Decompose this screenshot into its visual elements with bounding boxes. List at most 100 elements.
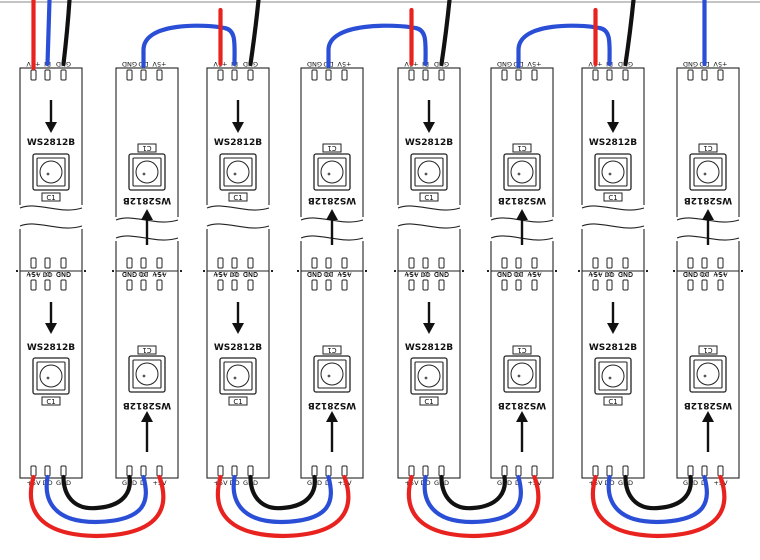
strip-8-seg1-bottom-pad-0 xyxy=(687,257,694,269)
strip-7-seg1-top-pad-1 xyxy=(606,69,613,81)
strip-2-seg2-capacitor xyxy=(137,345,157,355)
strip-8-seg1-bottom-pin-label-2: +5V xyxy=(713,271,728,279)
strip-5-tick-right xyxy=(462,270,464,272)
strip-1-seg1-bottom-pad-1 xyxy=(44,257,51,269)
strip-4-seg2-arrow-head xyxy=(326,411,338,422)
strip-6-seg2-top-pad-1 xyxy=(515,279,522,291)
strip-4-seg2-led-lens xyxy=(320,362,344,386)
strip-2-seg2-top-pin-label-1: DO xyxy=(138,270,148,278)
strip-5-seg2-capacitor-label: C1 xyxy=(424,398,433,406)
strip-1-seg1-led-dot xyxy=(46,172,50,176)
strip-8-seg1-top-pad-0 xyxy=(687,69,694,81)
wires-layer xyxy=(28,0,727,539)
strip-3-outline xyxy=(206,67,270,479)
strip-1-seg1-bottom-pad-2 xyxy=(60,257,67,269)
strip-1-seg2-capacitor-label: C1 xyxy=(46,398,55,406)
strip-4-seg1-top-pad-1 xyxy=(325,69,332,81)
strip-3-seg2-top-pin-label-2: GND xyxy=(243,270,258,278)
strip-8-seg1-led-dot xyxy=(703,172,707,176)
strip-4-seg1-arrow-head xyxy=(326,209,338,220)
strip-4-seg1-top-pad-0 xyxy=(311,69,318,81)
strip-8-break-edge-bottom xyxy=(676,235,740,241)
strip-4-seg2-bottom-pad-1 xyxy=(325,465,332,477)
strip-6-seg1-chip-label: WS2812B xyxy=(498,195,546,205)
strip-6-seg1-capacitor-label: C1 xyxy=(517,144,526,152)
strip-8-seg1-bottom-pad-1 xyxy=(701,257,708,269)
strip-7-break-gap xyxy=(580,205,646,229)
strip-2-seg1-bottom-pin-label-1: DI xyxy=(140,271,147,279)
strip-7-seg1-bottom-pin-label-2: GND xyxy=(618,271,633,279)
strip-3-tick-left xyxy=(203,270,205,272)
top-data-jumper-3 xyxy=(516,23,612,69)
strip-5-seg1-top-pad-2 xyxy=(438,69,445,81)
strip-2-seg1-bottom-pad-0 xyxy=(126,257,133,269)
strip-7-break-edge-top xyxy=(581,205,645,211)
strip-5-seg2-bottom-pad-1 xyxy=(422,465,429,477)
strip-7-break-edge-bottom xyxy=(581,223,645,229)
strip-2-seg1-chip-label: WS2812B xyxy=(123,195,171,205)
strip-7-seg2-top-pin-label-2: GND xyxy=(618,270,633,278)
strip-6-seg1-led-lens xyxy=(510,160,534,184)
strip-6-seg1-top-pad-0 xyxy=(501,69,508,81)
strip-5-seg1-bottom-pin-label-2: GND xyxy=(434,271,449,279)
strip-1-seg2-arrow-head xyxy=(45,323,57,334)
strip-3-seg2-chip-label: WS2812B xyxy=(214,343,262,353)
strip-7-seg1-led-dot xyxy=(608,172,612,176)
strip-8-seg1-bottom-pin-label-1: DI xyxy=(701,271,708,279)
strip-3-seg1-led-lens xyxy=(226,160,250,184)
strip-1-tick-left xyxy=(16,270,18,272)
strip-1-seg2-capacitor xyxy=(41,396,61,406)
strip-3-seg2-top-pad-2 xyxy=(247,279,254,291)
strip-2-seg1-top-pad-0 xyxy=(126,69,133,81)
strip-8-seg1-top-pin-label-0: GND xyxy=(683,60,698,68)
strip-6-seg2-capacitor xyxy=(512,345,532,355)
strip-6-seg2-led-dot xyxy=(517,374,521,378)
strip-4-seg1-top-pin-label-2: +5V xyxy=(337,60,352,68)
strip-4-tick-right xyxy=(365,270,367,272)
strip-2-seg2-top-pin-label-0: GND xyxy=(122,270,137,278)
strip-3-seg1-led-dot xyxy=(233,172,237,176)
strip-4-seg1-capacitor-label: C1 xyxy=(327,144,336,152)
strip-8-seg2-arrow-head xyxy=(702,411,714,422)
strip-3-seg1-capacitor-label: C1 xyxy=(233,194,242,202)
strip-7-seg1-top-pad-0 xyxy=(592,69,599,81)
strip-4-seg2-top-pin-label-0: GND xyxy=(307,270,322,278)
strip-2-seg2-top-pad-0 xyxy=(126,279,133,291)
strip-1-seg2-bottom-pad-1 xyxy=(44,465,51,477)
strip-1-seg1-bottom-pin-label-2: GND xyxy=(56,271,71,279)
bottom-power-loop-3 xyxy=(406,474,541,539)
top-ground-stub-1 xyxy=(248,0,261,67)
strip-2-seg1-led-lens xyxy=(135,160,159,184)
strip-7-seg1-capacitor-label: C1 xyxy=(608,194,617,202)
strip-5-seg2-bottom-pad-0 xyxy=(408,465,415,477)
strip-5-break-edge-bottom xyxy=(397,223,461,229)
strip-1-seg2-top-pin-label-0: +5V xyxy=(26,270,41,278)
strip-1-seg1-bottom-pin-label-1: DO xyxy=(42,271,52,279)
strip-2-seg1-bottom-pad-2 xyxy=(156,257,163,269)
strip-1-seg1-bottom-pad-0 xyxy=(30,257,37,269)
strip-3-seg2-bottom-pad-0 xyxy=(217,465,224,477)
strip-7-seg2-led-dot xyxy=(608,376,612,380)
strip-8-seg2-top-pad-0 xyxy=(687,279,694,291)
strip-5-seg1-bottom-pad-1 xyxy=(422,257,429,269)
strip-6-outline xyxy=(490,67,554,479)
strip-4-seg1-bottom-pin-label-0: GND xyxy=(307,271,322,279)
strip-8-outline xyxy=(676,67,740,479)
strip-6-seg2-bottom-pad-2 xyxy=(531,465,538,477)
strip-6-tick-right xyxy=(555,270,557,272)
strip-1-break-edge-top xyxy=(19,205,83,211)
bottom-ground-loop-3 xyxy=(439,474,507,511)
strip-3-seg2-bottom-pad-1 xyxy=(231,465,238,477)
strip-8-seg2-capacitor xyxy=(698,345,718,355)
feed-data-wire xyxy=(45,0,52,67)
strip-8-seg2-top-pad-1 xyxy=(701,279,708,291)
strip-4-seg2-led-dot xyxy=(327,374,331,378)
strip-7-seg2-top-pad-2 xyxy=(622,279,629,291)
strip-2-seg2-top-pad-1 xyxy=(140,279,147,291)
strip-4-seg2-top-pin-label-1: DO xyxy=(323,270,333,278)
strip-7-seg2-top-pin-label-1: DI xyxy=(606,270,613,278)
strip-5-seg1-top-pad-1 xyxy=(422,69,429,81)
strip-5-seg2-top-pin-label-2: GND xyxy=(434,270,449,278)
